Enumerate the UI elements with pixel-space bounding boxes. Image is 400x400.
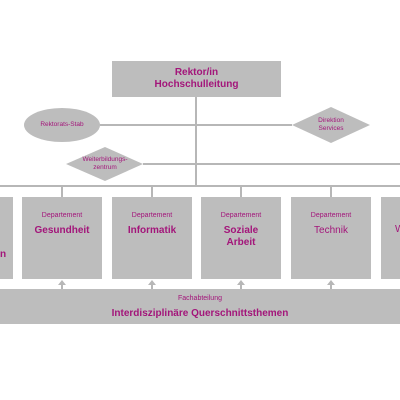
- departement-box-clipped-right: W: [381, 197, 400, 279]
- departement-name-fragment-left: n: [0, 249, 7, 260]
- departement-name-line1: Soziale: [223, 225, 259, 236]
- departement-box-soziale-arbeit: Departement Soziale Arbeit: [201, 197, 281, 279]
- departement-kind: Departement: [131, 212, 173, 219]
- rektorats-stab-shape: [24, 108, 100, 142]
- departement-kind: Departement: [41, 212, 83, 219]
- weiterbildungszentrum-line1: Weiterbildungs-: [82, 156, 128, 163]
- up-arrows: [58, 280, 335, 289]
- weiterbildungszentrum-label: Weiterbildungs- zentrum: [70, 156, 140, 172]
- direktion-services-line1: Direktion: [318, 117, 344, 124]
- departement-name: Gesundheit: [34, 225, 90, 236]
- rektor-subtitle: Hochschulleitung: [154, 79, 239, 90]
- fachabteilung-box: Fachabteilung Interdisziplinäre Querschn…: [0, 289, 400, 324]
- departement-box-gesundheit: Departement Gesundheit: [22, 197, 102, 279]
- fachabteilung-kind: Fachabteilung: [178, 295, 222, 302]
- weiterbildungszentrum-line2: zentrum: [93, 164, 117, 171]
- rektor-box: Rektor/in Hochschulleitung: [112, 61, 281, 97]
- rektorats-stab-label: Rektorats-Stab: [40, 121, 84, 128]
- fachabteilung-name: Interdisziplinäre Querschnittsthemen: [111, 308, 289, 319]
- direktion-services-label: Direktion Services: [296, 117, 366, 133]
- departement-name-fragment-right: W: [395, 224, 400, 235]
- departement-box-clipped-left: n: [0, 197, 13, 279]
- departement-box-technik: Departement Technik: [291, 197, 371, 279]
- rektor-title: Rektor/in: [174, 67, 219, 78]
- departement-name: Technik: [314, 225, 348, 236]
- direktion-services-line2: Services: [318, 125, 344, 132]
- weiterbildungszentrum-shape: [66, 147, 143, 181]
- departement-name-line2: Arbeit: [226, 237, 256, 248]
- departement-box-informatik: Departement Informatik: [112, 197, 192, 279]
- departement-kind: Departement: [310, 212, 352, 219]
- departement-name: Informatik: [127, 225, 177, 236]
- direktion-services-shape: [292, 107, 370, 143]
- departement-kind: Departement: [220, 212, 262, 219]
